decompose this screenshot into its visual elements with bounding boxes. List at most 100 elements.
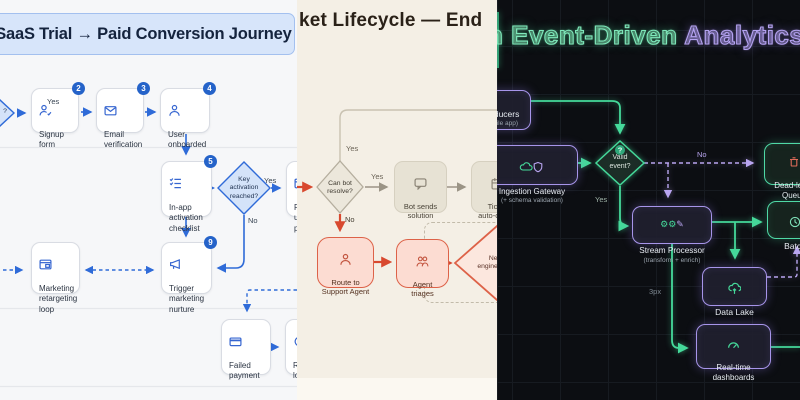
node-prompt-upgrade-payment: Prompt upgrade payment xyxy=(286,161,297,233)
refresh-icon xyxy=(293,335,297,348)
node-label: Prompt upgrade payment xyxy=(294,202,297,233)
node-label: User onboarded xyxy=(168,129,207,150)
title-purple-part: Analytics Pi xyxy=(684,19,800,50)
flowchart-panel-saas: B2B SaaS Trial → Paid Conversion Journey… xyxy=(0,0,297,400)
key-activation-diamond-label: Key activation reached? xyxy=(229,176,259,200)
node-label: Route to Support Agent xyxy=(321,277,370,297)
node-realtime-dashboards: Real-time dashboards xyxy=(696,324,771,382)
node-label: In-app activation checklist xyxy=(169,202,203,233)
ticket-diagram-title: ket Lifecycle — End xyxy=(299,10,483,31)
trash-icon xyxy=(765,156,800,169)
stream-processor-icons: ⚙⚙✎ xyxy=(633,220,711,233)
question-icon: ? xyxy=(614,143,626,161)
node-trigger-marketing-nurture: Trigger marketing nurture xyxy=(161,242,212,314)
node-label: Dead-letter Queue xyxy=(774,180,800,201)
credit-card-icon xyxy=(229,335,270,348)
events-edges-layer xyxy=(530,100,800,354)
gauge-icon xyxy=(697,338,770,351)
step-badge: 2 xyxy=(72,82,85,95)
edge-label-yes: Yes xyxy=(264,176,277,185)
node-label: Trigger marketing nurture xyxy=(169,283,205,314)
calendar-icon xyxy=(472,177,497,191)
node-label: Failed payment xyxy=(229,360,260,381)
svg-text:?: ? xyxy=(618,146,623,155)
node-producers: Producers (mobile app) xyxy=(497,90,531,130)
saas-diagram-title: B2B SaaS Trial → Paid Conversion Journey xyxy=(0,13,295,55)
node-label: Marketing retargeting loop xyxy=(39,283,78,314)
edge-yes-loop xyxy=(339,109,497,163)
node-dead-letter-queue: Dead-letter Queue xyxy=(764,143,800,200)
node-label: Retry logic xyxy=(293,360,297,381)
edge-label-no: No xyxy=(345,215,355,224)
node-data-lake: Data Lake xyxy=(702,267,767,317)
node-bot-sends-solution: Bot sends solution xyxy=(394,161,447,220)
node-ingestion-gateway: Ingestion Gateway (+ schema validation) xyxy=(497,145,578,204)
person-check-icon xyxy=(39,104,78,117)
node-stream-processor: ⚙⚙✎ Stream Processor (transform + enrich… xyxy=(632,206,712,264)
entry-decision-diamond xyxy=(0,99,16,127)
node-label: Agent triages xyxy=(411,279,434,299)
flowchart-panel-events: n Event-Driven Analytics Pi Valid event?… xyxy=(497,0,800,400)
cloud-upload-icon xyxy=(703,282,766,295)
step-badge: 4 xyxy=(203,82,216,95)
node-label: Ticket auto-closed xyxy=(478,201,497,221)
background-strip xyxy=(297,378,497,400)
node-inapp-activation-checklist: In-app activation checklist xyxy=(161,161,212,233)
person-icon xyxy=(168,104,209,117)
title-green-part: n Event-Driven xyxy=(497,19,685,50)
edge-label-no: No xyxy=(697,150,707,159)
shield-icon xyxy=(533,161,543,173)
gateway-icons xyxy=(497,161,577,174)
node-label: Bot sends solution xyxy=(403,201,438,221)
node-sublabel: (transform + enrich) xyxy=(643,256,701,264)
edge-label-no: No xyxy=(248,216,258,225)
edge-dashed-to-failed xyxy=(242,289,297,313)
edge-key-no-to-nurture xyxy=(216,215,245,273)
people-icon xyxy=(397,255,448,269)
edge-label-yes: Yes xyxy=(371,172,384,181)
saas-edges-layer xyxy=(0,99,297,388)
person-icon xyxy=(318,253,373,267)
node-marketing-retargeting-loop: Marketing retargeting loop xyxy=(31,242,80,314)
node-sublabel: (+ schema validation) xyxy=(501,197,563,205)
edge-label-yes: Yes xyxy=(47,97,60,106)
node-agent-triages: Agent triages xyxy=(396,239,449,298)
edge-label-3px: 3px xyxy=(649,287,662,296)
node-batch: Batch xyxy=(767,201,800,251)
edge-label-yes: Yes xyxy=(595,195,608,204)
node-retry-logic: Retry logic xyxy=(285,319,297,380)
clipped-edge-glow xyxy=(497,12,499,68)
need-engineering-label: Need engineering? xyxy=(477,255,497,271)
node-label: Stream Processor xyxy=(639,246,705,256)
node-user-onboarded: User onboarded xyxy=(160,88,210,149)
node-label: Signup form xyxy=(39,129,64,150)
edge-producers-to-valid xyxy=(530,100,626,135)
can-bot-resolve-diamond xyxy=(316,160,364,214)
edge-label-yes: Yes xyxy=(346,144,359,153)
node-label: Email verification xyxy=(104,129,143,150)
node-label: Batch xyxy=(784,241,800,252)
gears-icon: ⚙⚙ xyxy=(660,219,677,230)
step-badge: 3 xyxy=(137,82,150,95)
need-engineering-diamond xyxy=(453,224,497,302)
key-activation-diamond xyxy=(217,161,271,215)
ticket-edges-layer xyxy=(297,109,497,302)
node-label: Producers xyxy=(497,109,520,120)
edge-datalake-to-batch xyxy=(767,245,800,278)
edge-stream-to-dashboards xyxy=(671,244,689,354)
node-label: Data Lake xyxy=(715,307,754,318)
cloud-icon xyxy=(519,162,533,171)
pencil-icon: ✎ xyxy=(676,219,684,230)
node-failed-payment: Failed payment xyxy=(221,319,271,380)
entry-diamond-label: ? xyxy=(3,108,7,115)
step-badge: 5 xyxy=(204,155,217,168)
checklist-icon xyxy=(169,177,211,190)
node-ticket-auto-closed: Ticket auto-closed xyxy=(471,161,497,220)
megaphone-icon xyxy=(169,258,211,271)
edge-valid-yes-to-stream xyxy=(618,186,630,232)
clock-icon xyxy=(768,216,800,229)
step-badge: 9 xyxy=(204,236,217,249)
valid-event-label: Valid event? xyxy=(609,154,631,170)
events-diagram-title: n Event-Driven Analytics Pi xyxy=(497,19,800,51)
